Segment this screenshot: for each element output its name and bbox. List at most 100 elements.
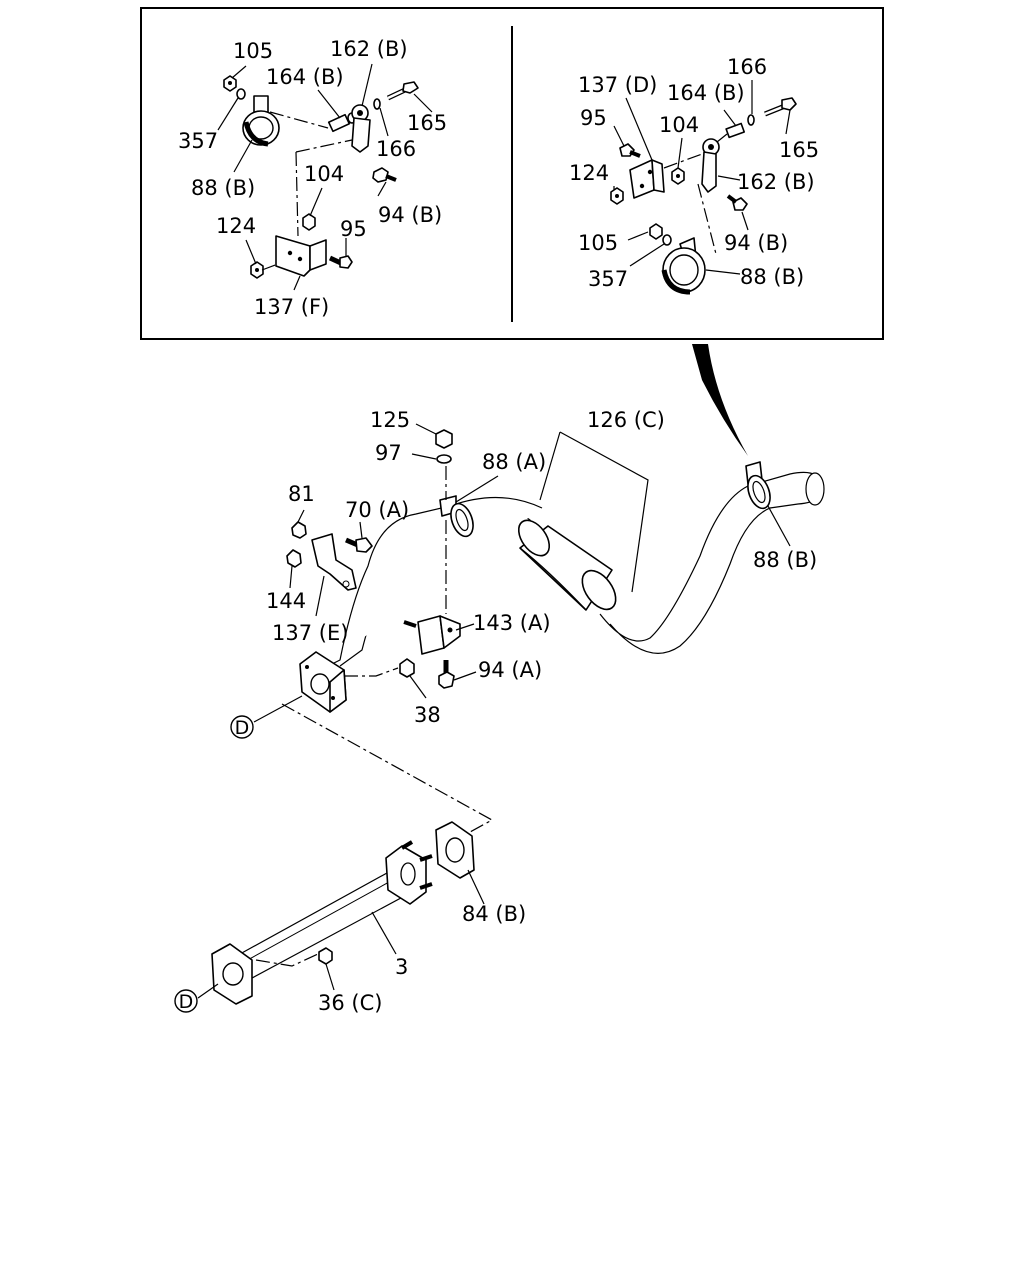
nut-105-left-hole	[228, 81, 232, 85]
label-125: 125	[370, 408, 410, 432]
label-81: 81	[288, 482, 315, 506]
inset-right-labels: 166 137 (D) 164 (B) 95 104 165 124 162 (…	[569, 55, 819, 291]
label-164b-left: 164 (B)	[266, 65, 344, 89]
leader-357-left	[217, 97, 239, 131]
bolt-165-right	[764, 97, 797, 117]
label-124-left: 124	[216, 214, 256, 238]
pipe-3-stud-1	[400, 840, 414, 850]
assembly-line-right-2	[697, 183, 717, 255]
main-labels: 125 126 (C) 97 88 (A) 81 70 (A) 88 (B) 1…	[266, 408, 817, 1015]
bolt-94b-left	[372, 167, 397, 183]
washer-166-right	[747, 114, 755, 126]
hanger-162b-left	[351, 104, 371, 153]
label-88b-main: 88 (B)	[753, 548, 817, 572]
leader-105-right	[627, 231, 649, 241]
leader-137d-right	[625, 97, 653, 161]
clamp-88b-left	[242, 95, 280, 147]
bracket-137f-left	[275, 235, 327, 277]
label-164b-right: 164 (B)	[667, 81, 745, 105]
leader-164b-left	[317, 89, 341, 119]
nut-124-left-hole	[255, 268, 259, 272]
leader-36c	[325, 963, 335, 991]
inset-left-labels: 105 162 (B) 164 (B) 357 165 166 88 (B) 1…	[178, 37, 447, 319]
label-105-left: 105	[233, 39, 273, 63]
label-137f-left: 137 (F)	[254, 295, 329, 319]
label-162b-left: 162 (B)	[330, 37, 408, 61]
mount-143a-main	[403, 615, 461, 655]
leader-164b-right	[723, 109, 737, 127]
callout-circle-lower	[174, 989, 198, 1013]
bolt-70a-main	[345, 537, 373, 553]
gasket-84b-bore	[445, 837, 465, 863]
leader-97	[411, 453, 437, 460]
assembly-line-left-2	[295, 151, 299, 237]
pipe-front-lower-edge	[315, 496, 543, 673]
leader-162b-left	[361, 63, 373, 107]
assembly-line-right-1	[663, 153, 703, 169]
assembly-line-left-1	[269, 111, 329, 129]
nut-38-main	[399, 658, 415, 678]
leader-3	[371, 911, 397, 955]
nut-124-right-hole	[615, 194, 619, 198]
leader-95-right	[613, 125, 625, 147]
bolt-165-left	[386, 81, 419, 101]
callout-marker-upper: D	[230, 715, 254, 739]
leader-165-right	[785, 109, 791, 135]
leader-144	[289, 565, 293, 589]
label-95-left: 95	[340, 217, 367, 241]
callout-marker-lower: D	[174, 989, 198, 1013]
label-144: 144	[266, 589, 306, 613]
assembly-line-main-4	[281, 703, 494, 833]
nut-81-main	[291, 521, 307, 539]
clamp-88b-main	[745, 461, 771, 510]
detail-reference-arrow	[692, 344, 748, 456]
leader-38	[409, 675, 427, 699]
label-88b-left: 88 (B)	[191, 176, 255, 200]
label-137e: 137 (E)	[272, 621, 348, 645]
pipe-3-front-flange-bore	[222, 962, 244, 986]
nut-125-main	[435, 429, 453, 449]
label-94b-right: 94 (B)	[724, 231, 788, 255]
converter-body-line	[519, 547, 587, 611]
label-166-right: 166	[727, 55, 767, 79]
washer-357-left	[236, 88, 246, 100]
label-137d-right: 137 (D)	[578, 73, 657, 97]
nut-104-left	[302, 213, 316, 231]
leader-70a	[359, 521, 363, 539]
leader-124-left	[245, 239, 257, 265]
bolt-94a-main	[438, 660, 455, 689]
leader-94b-right	[741, 211, 749, 231]
washer-357-right	[662, 234, 672, 246]
label-357-left: 357	[178, 129, 218, 153]
label-162b-right: 162 (B)	[737, 170, 815, 194]
label-36c: 36 (C)	[318, 991, 382, 1015]
leader-88b-left	[233, 139, 253, 173]
pipe-3-rear-flange-bore	[400, 862, 416, 886]
bolt-95-right	[619, 143, 641, 158]
assembly-line-main-3	[344, 667, 399, 677]
leader-88b-right	[705, 269, 741, 275]
leader-84b	[467, 869, 485, 905]
bolt-95-left	[328, 255, 353, 269]
label-3: 3	[395, 955, 408, 979]
leader-137f-left	[293, 275, 301, 291]
label-70a: 70 (A)	[345, 498, 409, 522]
assembly-line-right-3	[716, 133, 728, 143]
label-88b-right: 88 (B)	[740, 265, 804, 289]
label-95-right: 95	[580, 106, 607, 130]
label-357-right: 357	[588, 267, 628, 291]
leader-marker-d-upper	[253, 695, 303, 723]
label-94a: 94 (A)	[478, 658, 542, 682]
callout-circle-upper	[230, 715, 254, 739]
pipe-tail-end	[805, 472, 825, 506]
leader-94a	[453, 671, 477, 681]
leader-104-right	[677, 137, 683, 169]
leader-88a	[455, 475, 499, 503]
label-143a: 143 (A)	[473, 611, 551, 635]
label-97: 97	[375, 441, 402, 465]
converter-outlet-end	[581, 569, 617, 611]
detail-inset	[140, 7, 884, 340]
label-165-left: 165	[407, 111, 447, 135]
hanger-162b-right	[701, 138, 720, 193]
